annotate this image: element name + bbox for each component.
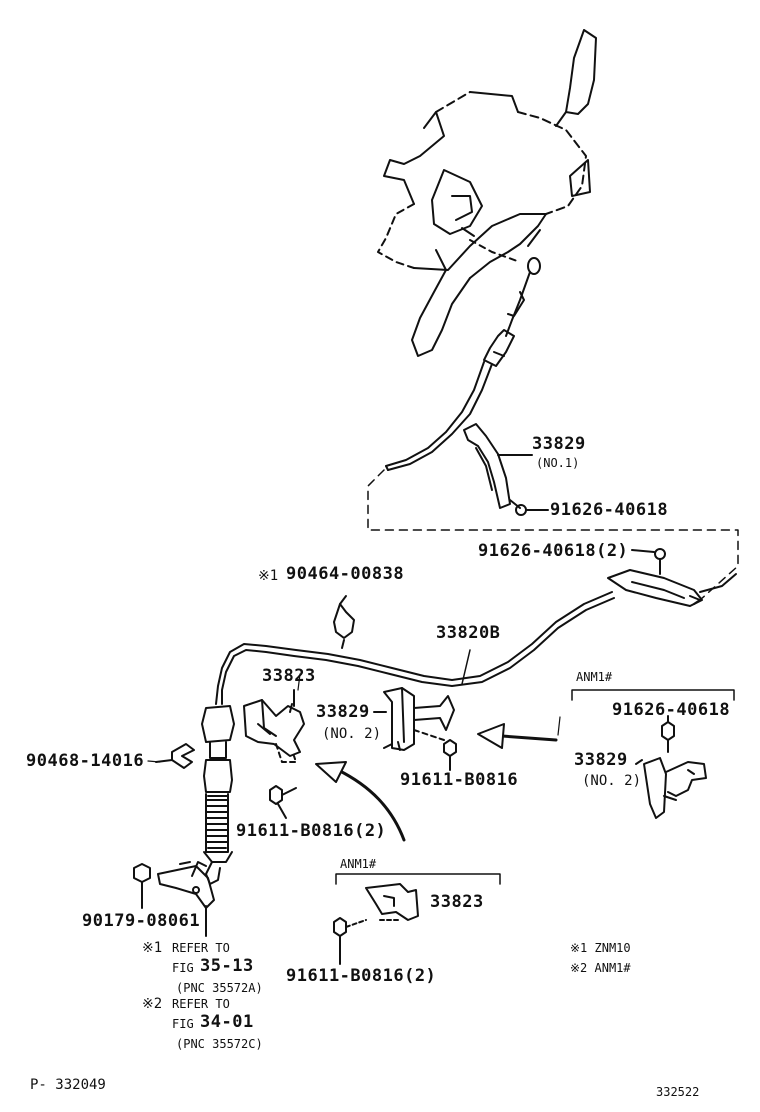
lever-bracket-lower [157,861,215,937]
note2-mark: ※2 [142,996,163,1012]
label-bracket-33823: 33823 [262,666,316,686]
label-bracket-33829-no2: 33829 [316,702,370,722]
label-bolt-91611-bottom: 91611-B0816(2) [286,966,437,986]
straight-arrow [477,723,558,749]
label-nut-90179: 90179-08061 [82,911,201,931]
bolt-91611-bottom [333,917,367,965]
leader-lines [147,673,561,763]
cable-upper [385,329,515,471]
note2-fig-prefix: FIG [172,1017,194,1031]
label-bolt-91611-center: 91611-B0816 [400,770,519,790]
bolt-91626-right [661,715,675,753]
label-bracket-33829-right-sub: (NO. 2) [582,773,642,789]
bracket-33823-main [243,689,305,763]
page-number: P- 332049 [30,1077,106,1093]
label-33829-no1-sub: (NO.1) [536,456,580,470]
cable-mount-plate [607,569,737,607]
bolt-plate [631,548,666,575]
label-bracket-33829-right: 33829 [574,750,628,770]
label-bolt-91626-right: 91626-40618 [612,700,731,720]
label-cable-33820B: 33820B [436,623,501,643]
nut-90179 [133,863,151,909]
note1-fig: 35-13 [200,956,254,976]
bracket-33829-no2 [373,687,455,751]
bolt-91611-center [443,739,457,771]
anm-bottom-box [335,873,501,885]
figure-id: 332522 [656,1085,700,1099]
note2-fig: 34-01 [200,1012,254,1032]
label-bracket-33829-no2-sub: (NO. 2) [322,726,382,742]
bracket-33829-no1 [463,423,549,516]
note2-text: REFER TO [172,997,230,1011]
label-anm-bottom: ANM1# [340,857,377,871]
cable-lower-end [201,705,235,885]
anm-right-box [571,689,735,701]
reference-leader-dashed [367,469,739,601]
curved-arrow [315,761,406,842]
label-anm-right: ANM1# [576,670,613,684]
clip-90464 [333,595,355,649]
label-clip-90468: 90468-14016 [26,751,145,771]
clip-ref-mark: ※1 [258,568,279,584]
note1-pnc: (PNC 35572A) [176,981,263,995]
label-bolt-91626-b: 91626-40618(2) [478,541,629,561]
bracket-33829-right [635,757,707,819]
label-bolt-91611-left: 91611-B0816(2) [236,821,387,841]
shift-cable-33820B [215,591,615,705]
note2-pnc: (PNC 35572C) [176,1037,263,1051]
label-33829-no1: 33829 [532,434,586,454]
bolt-91611-left [269,785,297,819]
note1-mark: ※1 [142,940,163,956]
label-bracket-33823-anm: 33823 [430,892,484,912]
note1-fig-prefix: FIG [172,961,194,975]
label-bolt-91626-a: 91626-40618 [550,500,669,520]
shift-lever-assembly [377,29,597,357]
legend-znm10: ※1 ZNM10 [570,941,631,955]
label-clip-90464: 90464-00838 [286,564,405,584]
note1-text: REFER TO [172,941,230,955]
legend-anm1: ※2 ANM1# [570,961,631,975]
clip-90468 [155,743,195,769]
bracket-33823-anm [365,883,419,921]
